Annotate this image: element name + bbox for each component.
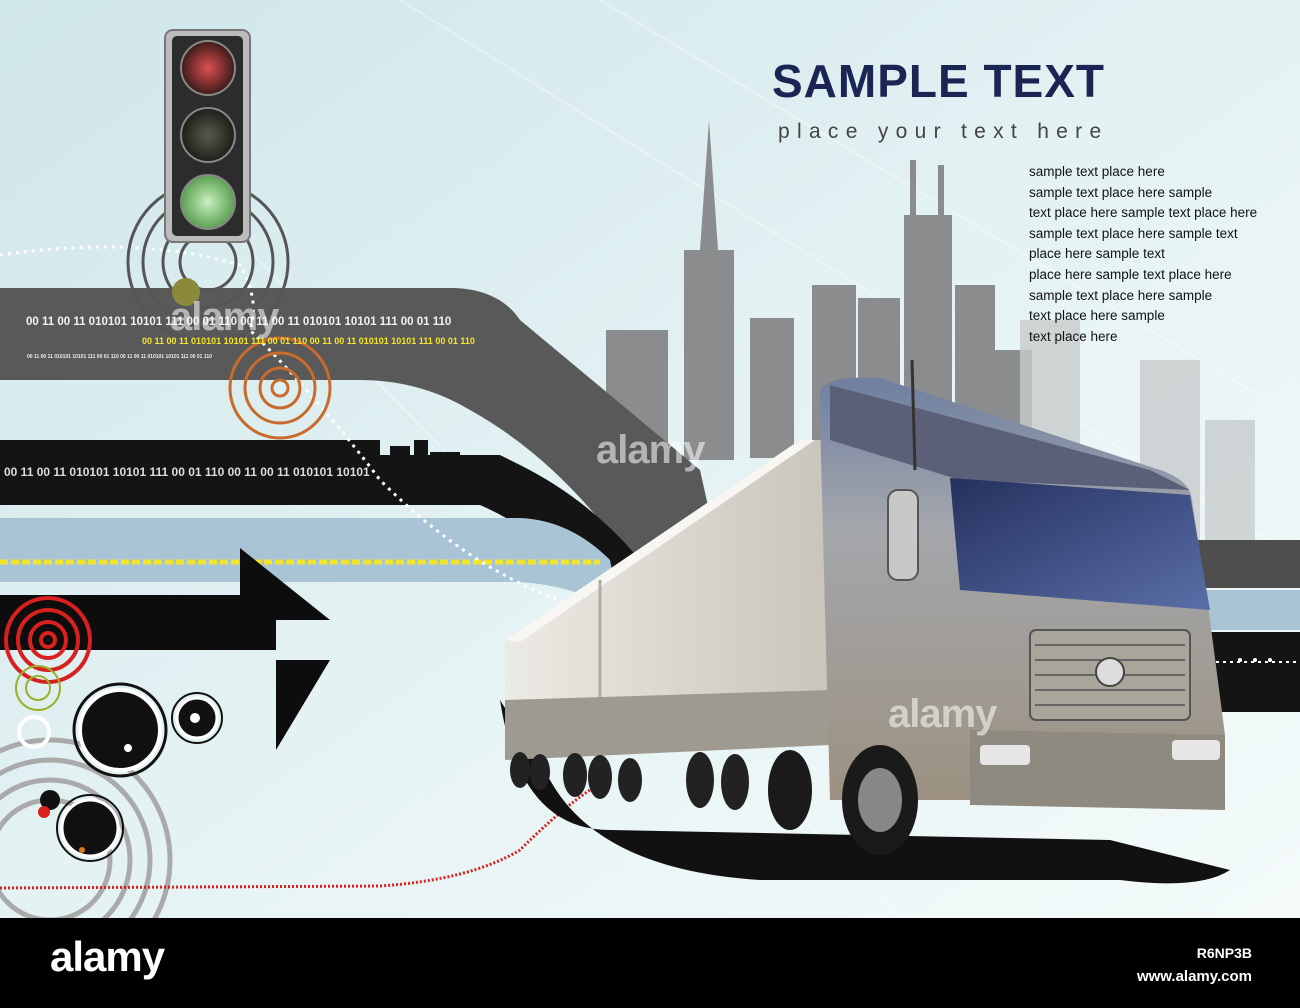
watermark: alamy bbox=[888, 692, 997, 736]
binary-strip-upper: 00 11 00 11 010101 10101 111 00 01 110 0… bbox=[26, 316, 452, 328]
binary-strip-upper-yellow: 00 11 00 11 010101 10101 111 00 01 110 0… bbox=[142, 336, 475, 346]
road-buildings bbox=[390, 440, 495, 468]
olive-ball bbox=[172, 278, 200, 306]
body-line: sample text place here sample bbox=[1029, 287, 1213, 303]
truck-trailer bbox=[505, 440, 830, 760]
traffic-light bbox=[164, 29, 251, 243]
gray-road bbox=[0, 288, 720, 560]
body-line: text place here sample text place here bbox=[1029, 205, 1258, 221]
truck-shadow bbox=[500, 700, 1230, 884]
binary-strip-upper-small: 00 11 00 11 010101 10101 111 00 01 110 0… bbox=[27, 354, 212, 360]
black-road bbox=[0, 440, 640, 610]
body-line: sample text place here bbox=[1029, 164, 1165, 179]
headline: SAMPLE TEXT bbox=[772, 55, 1106, 107]
body-line: text place here sample bbox=[1029, 308, 1165, 324]
footer-logo: alamy bbox=[50, 933, 165, 980]
black-circles bbox=[17, 682, 223, 862]
watermark: alamy bbox=[596, 428, 705, 472]
right-gray-band bbox=[1188, 540, 1300, 588]
body-line: sample text place here sample text bbox=[1029, 225, 1238, 241]
orange-rings bbox=[228, 336, 332, 440]
image-id: R6NP3B bbox=[1196, 945, 1252, 961]
trailer-wheels bbox=[510, 752, 749, 810]
body-line: sample text place here sample bbox=[1029, 184, 1213, 200]
subheadline: place your text here bbox=[778, 120, 1109, 143]
body-line: text place here bbox=[1029, 328, 1118, 344]
truck-cab bbox=[768, 359, 1225, 855]
body-line: place here sample text bbox=[1029, 246, 1165, 262]
road-dots bbox=[1238, 658, 1272, 662]
poster-artwork bbox=[0, 0, 1300, 918]
body-text-block: sample text place here sample text place… bbox=[1029, 162, 1257, 347]
watermark: alamy bbox=[170, 295, 279, 339]
binary-strip-middle: 00 11 00 11 010101 10101 111 00 01 110 0… bbox=[4, 465, 370, 479]
footer-url[interactable]: www.alamy.com bbox=[1136, 968, 1252, 985]
white-dotted-curve bbox=[0, 245, 591, 612]
green-rings bbox=[15, 665, 61, 711]
footer-bar bbox=[0, 918, 1300, 1008]
body-line: place here sample text place here bbox=[1029, 266, 1232, 282]
